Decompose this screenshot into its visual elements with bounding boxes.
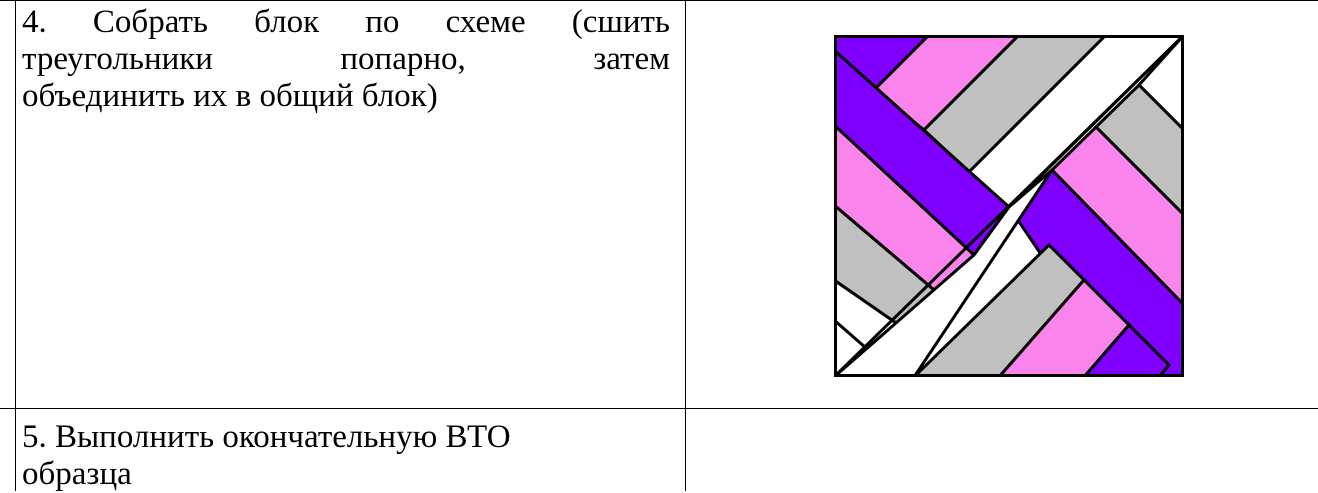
stripe-gray-right [1093,82,1184,218]
stripe-gray-bottom [911,242,1087,377]
column-divider [685,0,686,491]
stripe-pink-bottom [997,277,1132,377]
step-5-text: 5. Выполнить окончательную ВТО образца [22,419,670,493]
stripe-violet-corner-bottom [1082,322,1172,377]
step-5-line-1: 5. Выполнить окончательную ВТО [22,419,511,455]
table-top-border [0,0,1318,1]
quilt-block-diagram [834,35,1184,377]
block-outline [834,35,1184,377]
step-5-line-2: образца [22,456,132,492]
row-divider [0,408,1318,409]
step-4-line-1: 4. Собрать блок по схеме (сшить [22,4,670,40]
stripe-white-lower [834,168,1054,377]
seam-diagonal-main [834,35,1184,377]
step-4-text: 4. Собрать блок по схеме (сшить треуголь… [22,4,670,115]
step-4-line-3: объединить их в общий блок) [22,78,438,114]
stripe-pink-right [1049,124,1184,308]
table-left-border [15,0,16,491]
step-4-line-2: треугольники попарно, затем [22,41,670,77]
step-5-figure-cell [690,412,1310,490]
